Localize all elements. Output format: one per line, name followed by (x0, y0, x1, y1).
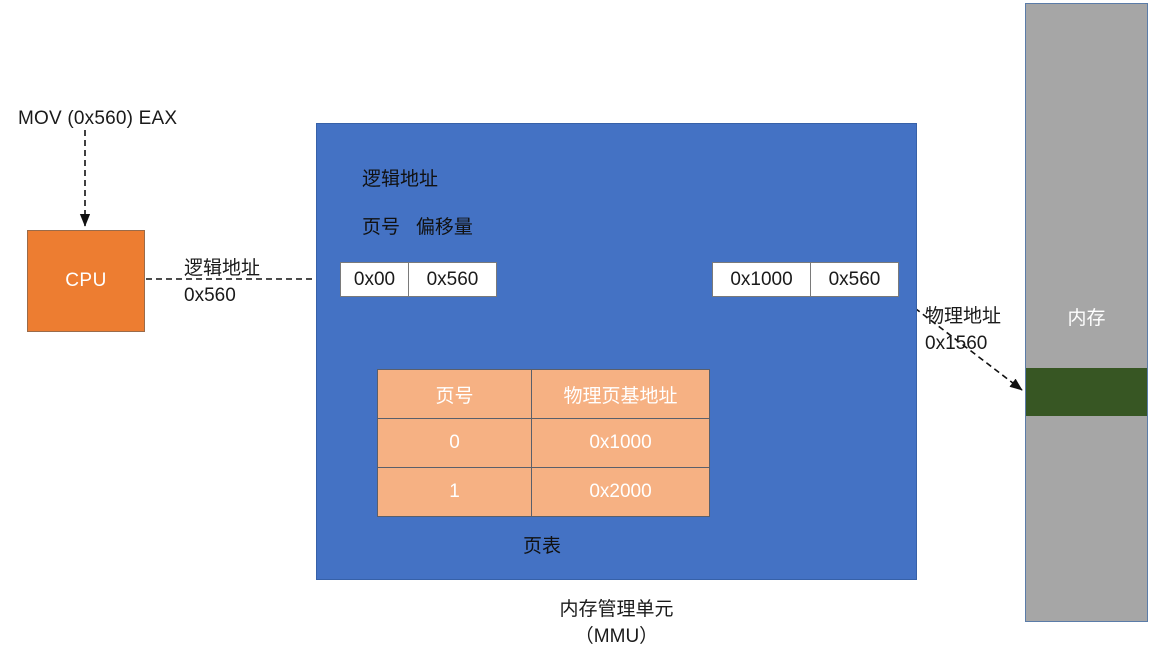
logical-address-arrow-label-line1: 逻辑地址 (184, 258, 261, 279)
memory-column (1025, 3, 1148, 622)
logical-address-box: 0x00 0x560 (340, 262, 497, 297)
cpu-box: CPU (27, 230, 145, 332)
physical-address-frame-base: 0x1000 (713, 263, 811, 296)
mmu-caption-line1: 内存管理单元 (559, 599, 674, 620)
logical-address-arrow-label: 逻辑地址 0x560 (184, 255, 260, 309)
page-table-caption: 页表 (522, 536, 561, 557)
table-row: 0 0x1000 (377, 418, 710, 468)
physical-address-arrow-label-line1: 物理地址 (925, 306, 1002, 327)
table-row: 1 0x2000 (377, 467, 710, 517)
physical-address-offset: 0x560 (811, 263, 898, 296)
memory-allocated-frame (1026, 368, 1147, 416)
address-field-headers: 页号 偏移量 (362, 217, 473, 238)
page-table-header-frame-base: 物理页基地址 (531, 369, 710, 419)
cpu-label: CPU (65, 270, 107, 291)
logical-address-offset: 0x560 (409, 263, 496, 296)
page-table-cell-page-1: 1 (377, 467, 532, 517)
mmu-caption-line2: （MMU） (574, 626, 659, 647)
logical-address-title: 逻辑地址 (362, 169, 439, 190)
physical-address-arrow-label-line2: 0x1560 (925, 333, 988, 354)
page-table-cell-frame-0: 0x1000 (531, 418, 710, 468)
instruction-label: MOV (0x560) EAX (18, 108, 178, 129)
physical-address-box: 0x1000 0x560 (712, 262, 899, 297)
page-table-header-row: 页号 物理页基地址 (377, 369, 710, 419)
page-table-header-page-number: 页号 (377, 369, 532, 419)
page-table-cell-page-0: 0 (377, 418, 532, 468)
physical-address-arrow-label: 物理地址 0x1560 (925, 303, 1001, 357)
logical-address-page-number: 0x00 (341, 263, 409, 296)
memory-label: 内存 (1067, 308, 1106, 329)
page-table-cell-frame-1: 0x2000 (531, 467, 710, 517)
page-table: 页号 物理页基地址 0 0x1000 1 0x2000 (377, 369, 710, 517)
logical-address-arrow-label-line2: 0x560 (184, 285, 236, 306)
mmu-caption: 内存管理单元 （MMU） (316, 596, 917, 650)
